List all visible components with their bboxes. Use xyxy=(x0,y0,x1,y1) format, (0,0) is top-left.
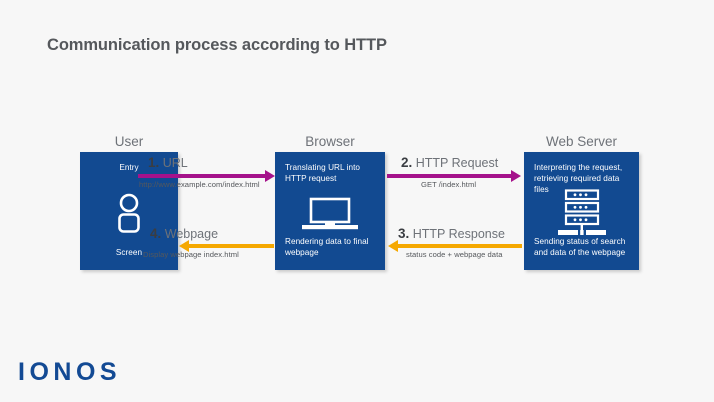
browser-top-text: Translating URL into HTTP request xyxy=(285,163,361,183)
ionos-logo: IONOS xyxy=(18,358,122,386)
arrow-sublabel-http-response: status code + webpage data xyxy=(406,250,503,259)
arrow-text-http-response: HTTP Response xyxy=(412,227,505,241)
arrow-label-url: 1. URL xyxy=(148,155,188,170)
arrow-label-http-response: 3. HTTP Response xyxy=(398,226,505,241)
server-bottom-text: Sending status of search and data of the… xyxy=(534,237,626,258)
arrow-label-webpage: 4. Webpage xyxy=(150,226,218,241)
arrow-text-http-request: HTTP Request xyxy=(415,156,499,170)
browser-bottom-text: Rendering data to final webpage xyxy=(285,237,369,258)
arrow-label-http-request: 2. HTTP Request xyxy=(401,155,498,170)
arrow-webpage-line xyxy=(188,244,274,248)
node-box-user: Entry Screen xyxy=(80,152,178,270)
arrow-http-response-head xyxy=(388,240,398,252)
page-title: Communication process according to HTTP xyxy=(47,36,387,54)
arrow-url-head xyxy=(265,170,275,182)
column-header-user: User xyxy=(114,134,144,149)
user-entry-label: Entry xyxy=(119,163,139,172)
arrow-sublabel-url: http://www.example.com/index.html xyxy=(139,180,260,189)
arrow-http-response-line xyxy=(397,244,522,248)
arrow-webpage xyxy=(179,240,274,252)
arrow-number-2: 2. xyxy=(401,155,413,170)
arrow-http-request-line xyxy=(387,174,512,178)
laptop-icon xyxy=(275,192,385,238)
server-top-text: Interpreting the request, retrieving req… xyxy=(534,163,623,194)
arrow-http-request-head xyxy=(511,170,521,182)
column-header-web-server: Web Server xyxy=(545,134,618,149)
arrow-sublabel-webpage: Display webpage index.html xyxy=(143,250,239,259)
arrow-http-request xyxy=(387,170,521,182)
arrow-number-4: 4. xyxy=(150,226,162,241)
node-box-web-server: Interpreting the request, retrieving req… xyxy=(524,152,639,270)
user-screen-label: Screen xyxy=(115,248,143,258)
arrow-http-response xyxy=(388,240,522,252)
arrow-sublabel-http-request: GET /index.html xyxy=(421,180,477,189)
server-rack-icon xyxy=(524,188,639,240)
person-icon xyxy=(80,190,178,236)
arrow-url xyxy=(138,170,275,182)
arrow-text-url: URL xyxy=(162,156,188,170)
arrow-number-1: 1. xyxy=(148,155,160,170)
column-header-browser: Browser xyxy=(305,134,355,149)
arrow-webpage-head xyxy=(179,240,189,252)
node-box-browser: Translating URL into HTTP request Render… xyxy=(275,152,385,270)
arrow-url-line xyxy=(138,174,266,178)
arrow-number-3: 3. xyxy=(398,226,410,241)
arrow-text-webpage: Webpage xyxy=(164,227,219,241)
